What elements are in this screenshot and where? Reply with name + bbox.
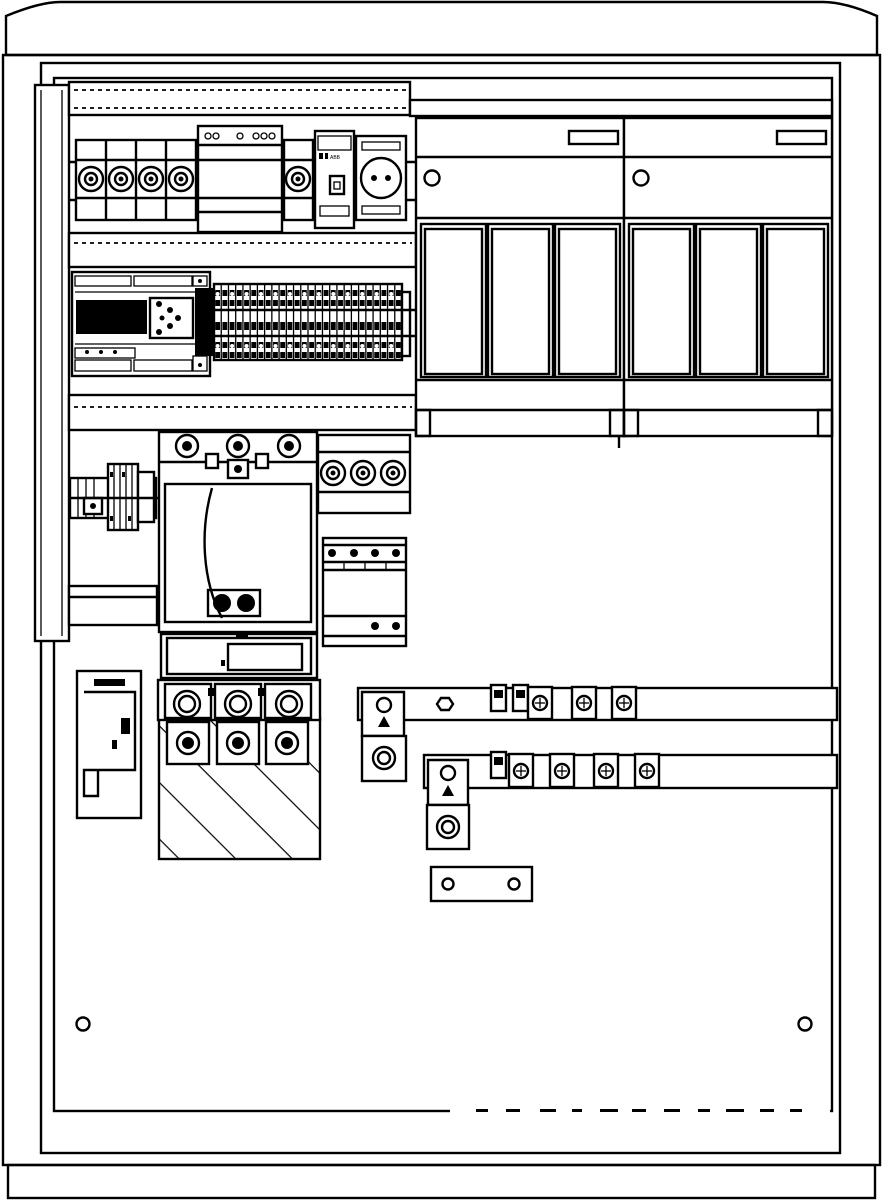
loose-link-bar <box>429 865 534 903</box>
mounting-hole-right <box>797 1016 813 1032</box>
fuse-switch-disconnector-right <box>622 116 834 438</box>
fuse-switch-disconnectors <box>414 116 834 448</box>
three-pole-breaker <box>316 433 412 515</box>
din-rail-row-2 <box>70 270 416 378</box>
vertical-wiring-duct <box>33 83 71 643</box>
rcd-module: ABB <box>313 129 356 230</box>
single-pole-breaker <box>282 138 315 222</box>
four-pole-breaker <box>74 138 198 222</box>
mounting-holes <box>75 1016 813 1032</box>
small-terminal-group <box>68 462 160 532</box>
busbar-lower <box>422 750 839 851</box>
horizontal-wiring-ducts <box>67 80 834 432</box>
abb-logo-text: ABB <box>330 155 341 161</box>
surge-protection-device <box>321 536 408 648</box>
plc-controller <box>70 270 212 378</box>
mounting-hole-left <box>75 1016 91 1032</box>
lower-din-rail <box>67 584 159 627</box>
din-rail-row-1: ABB <box>69 124 416 234</box>
socket-outlet <box>354 134 408 222</box>
main-circuit-breaker <box>156 430 322 861</box>
terminal-block-strip <box>195 282 412 362</box>
cable-gland-strip <box>450 1106 830 1114</box>
fuse-switch-disconnector-left <box>414 116 626 438</box>
energy-meter <box>75 669 143 820</box>
contactor <box>196 124 284 234</box>
busbar-upper <box>356 683 839 783</box>
